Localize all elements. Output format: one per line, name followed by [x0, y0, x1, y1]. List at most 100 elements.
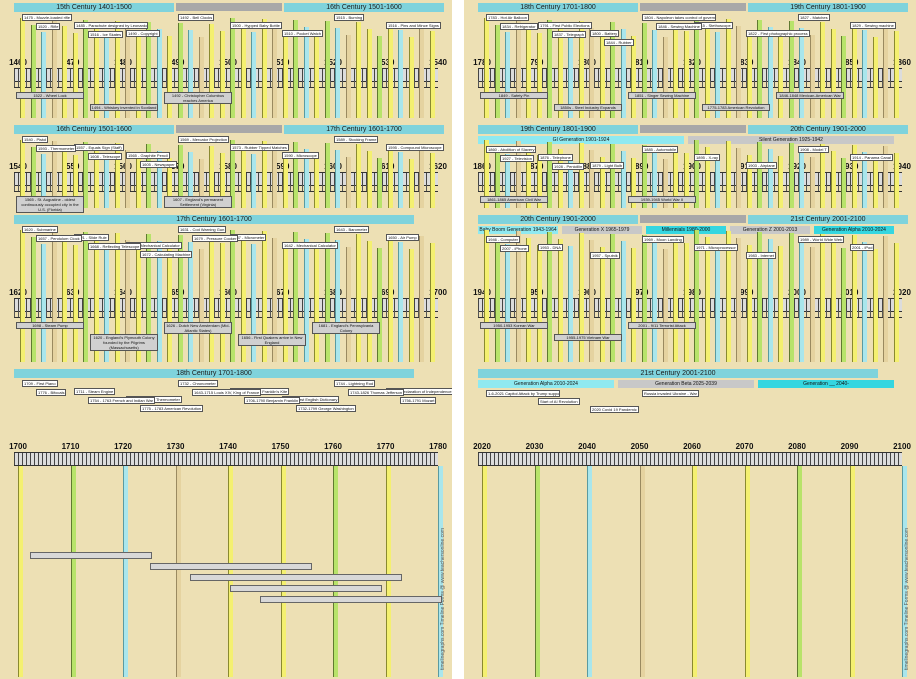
timeline-bar [93, 149, 99, 208]
timeline-bar [51, 231, 57, 362]
event-label: 1500 - Hypped Baby Bottle [230, 22, 282, 29]
timeline-bar [20, 140, 25, 208]
event-label: 1605 - Newspaper [140, 161, 177, 168]
event-label: 1744 - Lightning Rod [334, 380, 376, 387]
timeline-bar [51, 141, 57, 208]
timeline-bar [93, 239, 99, 362]
event-label: 1827 - Matches [798, 14, 830, 21]
event-label: 1876 - Telephone [538, 154, 573, 161]
event-label: 1829 - Sewing machine [850, 22, 896, 29]
timeline-bar [631, 158, 636, 208]
event-label: 1643 - Barometer [334, 226, 370, 233]
timeline-bar [156, 29, 162, 118]
century-label: 21st Century 2001-2100 [640, 370, 716, 377]
year-ruler [14, 172, 438, 186]
event-label: 1672 - Calculating Machine [140, 251, 193, 258]
timeline-bar [505, 244, 510, 362]
timeline-bar [799, 240, 804, 362]
timeline-bar [746, 33, 752, 118]
event-label: 1510 - Pocket Watch [282, 30, 323, 37]
event-label: 1620 - Submarine [22, 226, 58, 233]
year-label: 1960 [578, 288, 596, 297]
timeline-bar [557, 149, 563, 208]
timeline-bar [631, 248, 636, 362]
timeline-bar [715, 154, 720, 208]
century-bar: 18th Century 1701-1800 [478, 3, 638, 12]
event-label: 1983 - Internet [746, 252, 777, 259]
year-label: 1760 [324, 442, 342, 451]
timeline-bar [30, 147, 36, 208]
year-label: 2020 [473, 442, 491, 451]
timeline-bar [893, 153, 899, 208]
event-label: 2020 Covid 19 Pandemic [590, 406, 639, 413]
timeline-bar [251, 32, 256, 118]
timeline-bar [198, 249, 204, 362]
event-label: 1928 - Penicillin [552, 163, 585, 170]
century-bar: 19th Century 1801-1900 [478, 125, 638, 134]
timeline-bar [272, 238, 277, 362]
timeline-bar [429, 243, 435, 362]
timeline-bar [62, 148, 67, 208]
timeline-bar [536, 155, 542, 208]
timeline-bar [303, 239, 309, 362]
year-ruler-lower [14, 185, 438, 192]
timeline-bar [83, 20, 88, 118]
year-label: 1530 [376, 58, 395, 67]
period-label: 1939-1945 World War II [628, 196, 696, 203]
event-label: 1490 - Copyright [126, 30, 160, 37]
year-ruler [14, 298, 438, 312]
century-label: 15th Century 1401-1500 [56, 4, 132, 11]
timeline-bar [177, 145, 183, 208]
left-page: 15th Century 1401-1500 16th Century 1501-… [0, 0, 452, 679]
year-ruler-lower [478, 311, 902, 318]
lifespan-bar [260, 596, 442, 603]
generation-bar: Generation Beta 2025-2039 [618, 380, 754, 388]
year-label: 1580 [219, 162, 237, 171]
timeline-bar [872, 249, 878, 362]
year-label: 1930 [840, 162, 859, 171]
event-label: 1590 - Microscope [282, 152, 319, 159]
year-label: 1680 [324, 288, 342, 297]
century-label: 18th Century 1701-1800 [520, 4, 596, 11]
timeline-bar [135, 247, 141, 362]
timeline-bar [547, 142, 552, 208]
timeline-bar [662, 159, 668, 208]
timeline-bar [230, 140, 235, 208]
timeline-bar [198, 159, 204, 208]
timeline-bar [314, 34, 319, 118]
timeline-bar [778, 246, 783, 362]
event-label: 1743-1826 Thomas Jefferson [348, 389, 405, 396]
year-label: 1800 [578, 58, 596, 67]
event-label: 1927 - Television [500, 155, 534, 162]
event-label: 1515 - Burning [334, 14, 365, 21]
event-label: 1732 - Chronometer [178, 380, 218, 387]
timeline-bar [599, 247, 605, 362]
year-ruler [14, 452, 438, 466]
event-label: 1957 - Sputnik [590, 252, 620, 259]
century-label: 16th Century 1501-1600 [56, 126, 132, 133]
event-label: 1595 - Compound Microscope [386, 144, 444, 151]
timeline-bar [587, 466, 592, 677]
event-label: 1969 - Moon Landing [642, 236, 684, 243]
event-label: 1914 - Panama Canal [850, 154, 893, 161]
event-label: 1492 - Bell Clocks [178, 14, 215, 21]
event-label: 1953 - DNA [538, 244, 563, 251]
year-label: 1770 [376, 442, 395, 451]
timeline-bar [70, 466, 76, 677]
year-label: 1620 [429, 162, 447, 171]
year-label: 1950 [525, 288, 544, 297]
century-bar: 15th Century 1401-1500 [14, 3, 174, 12]
year-label: 2030 [525, 442, 544, 451]
timeline-bar [841, 36, 846, 118]
timeline-bar [715, 32, 720, 118]
century-divider [176, 3, 282, 11]
timeline-bar [589, 28, 594, 118]
event-label: 1895 - X-ray [694, 154, 721, 161]
event-label: 1783 - Hot Air Balloon [486, 14, 529, 21]
timeline-bar [293, 142, 298, 208]
event-label: 1791 - First Public Elections [538, 22, 592, 29]
event-label: 1844 - Rubber [604, 39, 634, 46]
timeline-bar [188, 152, 193, 208]
